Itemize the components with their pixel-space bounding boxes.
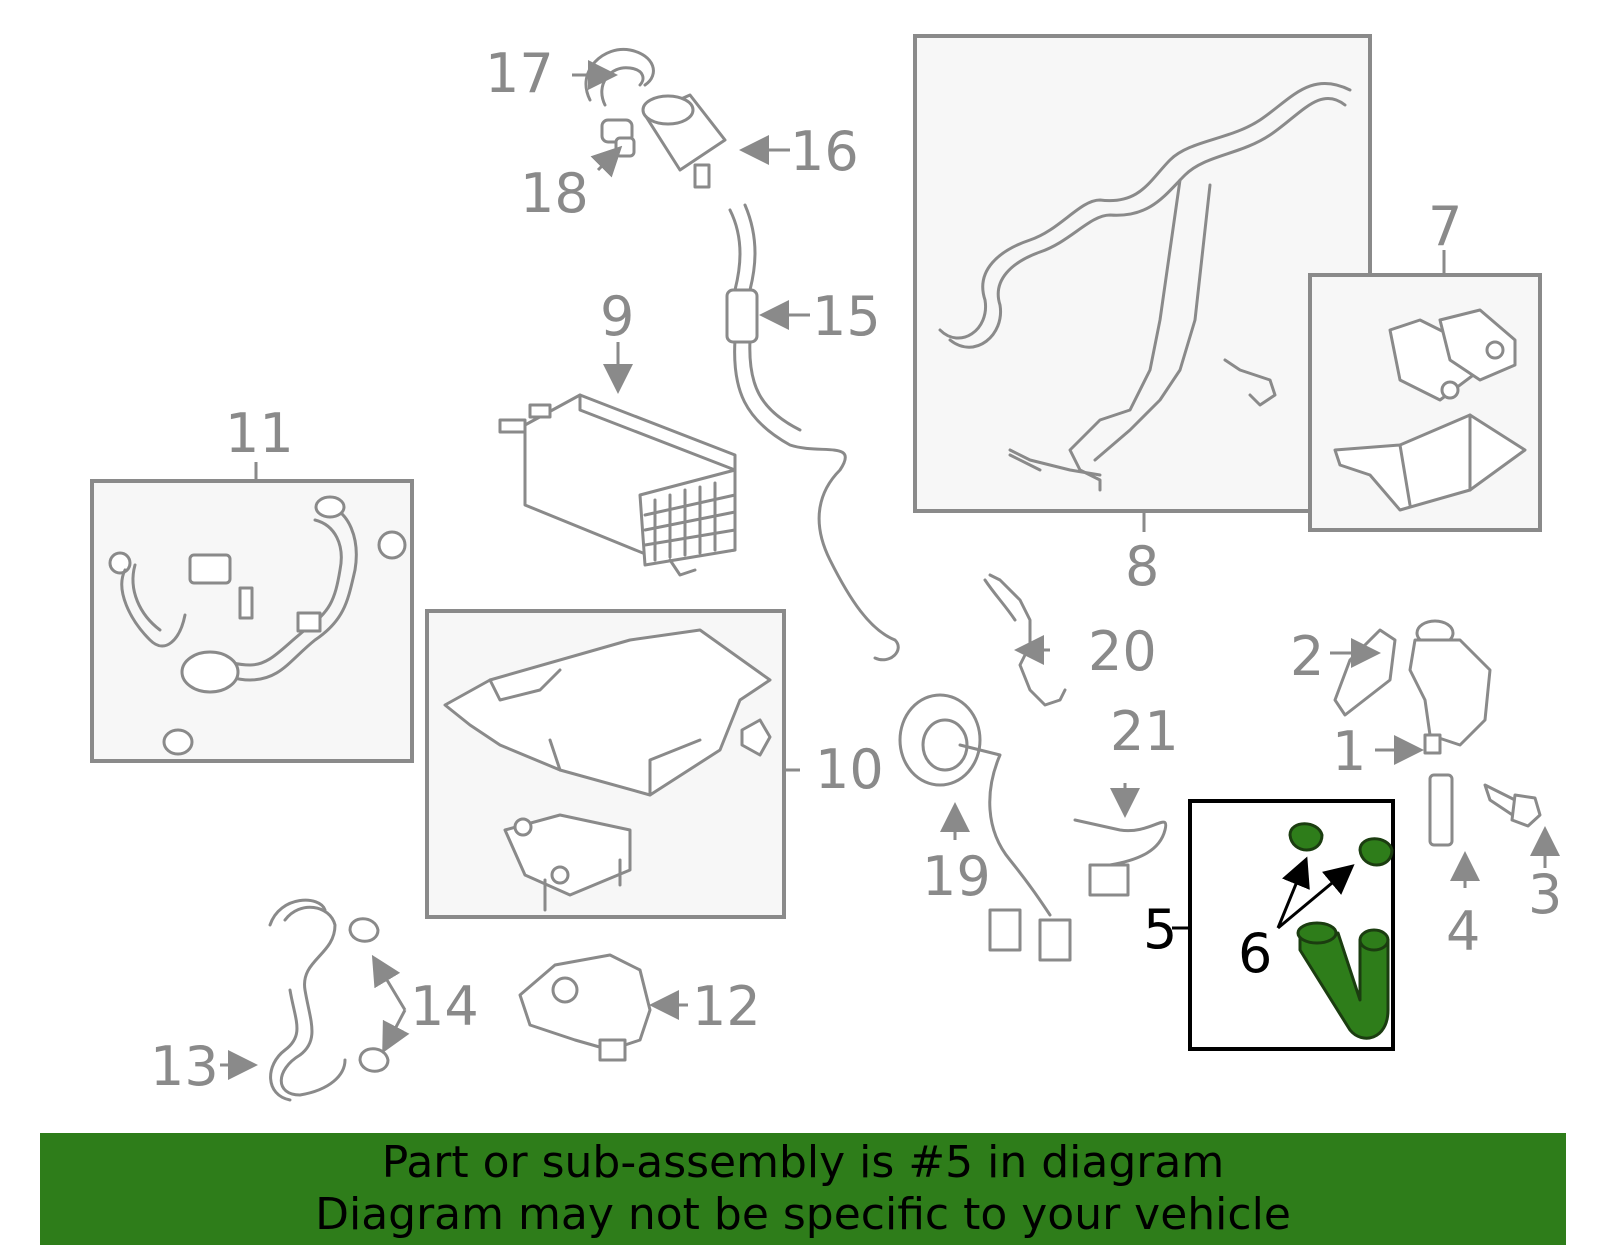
part-20-sensor-wire — [983, 573, 1067, 707]
part-11-hose-assembly — [108, 495, 407, 756]
callout-21[interactable]: 21 — [1110, 700, 1179, 763]
part-15-hose — [728, 208, 900, 662]
part-6-clamp-highlighted-b[interactable] — [1358, 837, 1394, 867]
callout-18[interactable]: 18 — [520, 162, 589, 225]
part-9-canister — [498, 393, 737, 577]
callout-13[interactable]: 13 — [150, 1035, 219, 1098]
banner-line-2: Diagram may not be specific to your vehi… — [315, 1189, 1291, 1240]
part-13-hose — [279, 905, 347, 1097]
part-6-clamp-highlighted-a[interactable] — [1288, 822, 1324, 852]
callout-8[interactable]: 8 — [1125, 535, 1159, 598]
group-box-8 — [913, 34, 1372, 513]
callout-14[interactable]: 14 — [410, 975, 479, 1038]
part-14-clamps — [348, 917, 390, 1073]
part-10-shield — [443, 628, 772, 912]
part-5-hose-highlighted[interactable] — [1296, 921, 1390, 1040]
callout-20[interactable]: 20 — [1088, 620, 1157, 683]
callout-15[interactable]: 15 — [812, 285, 881, 348]
callout-7[interactable]: 7 — [1428, 195, 1462, 258]
callout-5[interactable]: 5 — [1143, 898, 1177, 961]
banner-line-1: Part or sub-assembly is #5 in diagram — [381, 1137, 1225, 1188]
callout-3[interactable]: 3 — [1528, 863, 1562, 926]
part-16-filter — [641, 93, 727, 189]
callout-17[interactable]: 17 — [485, 42, 554, 105]
callout-9[interactable]: 9 — [600, 285, 634, 348]
disclaimer-banner: Part or sub-assembly is #5 in diagram Di… — [40, 1133, 1566, 1245]
part-7-valve-bracket — [1333, 308, 1527, 512]
part-4-bolt — [1428, 773, 1454, 847]
part-8-fuel-lines — [938, 82, 1352, 492]
group-box-11 — [90, 479, 414, 763]
callout-2[interactable]: 2 — [1290, 625, 1324, 688]
callout-10[interactable]: 10 — [815, 738, 884, 801]
part-2-gasket — [1333, 628, 1397, 717]
part-1-valve — [1408, 619, 1492, 755]
callout-19[interactable]: 19 — [922, 845, 991, 908]
callout-1[interactable]: 1 — [1332, 720, 1366, 783]
callout-4[interactable]: 4 — [1446, 900, 1480, 963]
callout-16[interactable]: 16 — [790, 120, 859, 183]
callout-11[interactable]: 11 — [225, 402, 294, 465]
callout-6[interactable]: 6 — [1238, 922, 1272, 985]
part-3-bolt — [1483, 783, 1542, 828]
part-12-valve — [518, 953, 652, 1062]
callout-12[interactable]: 12 — [692, 975, 761, 1038]
part-21-sensor — [1073, 818, 1168, 897]
part-19-sensor — [898, 693, 1072, 962]
part-17-hose — [584, 47, 655, 107]
part-18-connector — [600, 118, 636, 158]
